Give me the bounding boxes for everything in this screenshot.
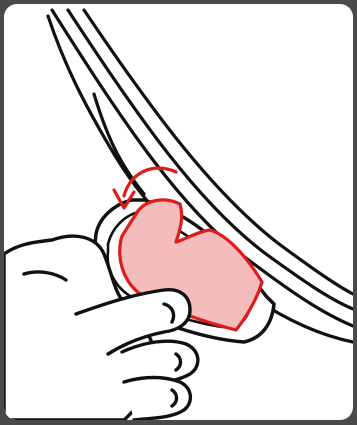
film-peel-illustration [4, 4, 353, 420]
rotate-arrow-icon [124, 168, 176, 196]
illustration-panel [4, 4, 353, 420]
middle-finger [124, 378, 190, 421]
